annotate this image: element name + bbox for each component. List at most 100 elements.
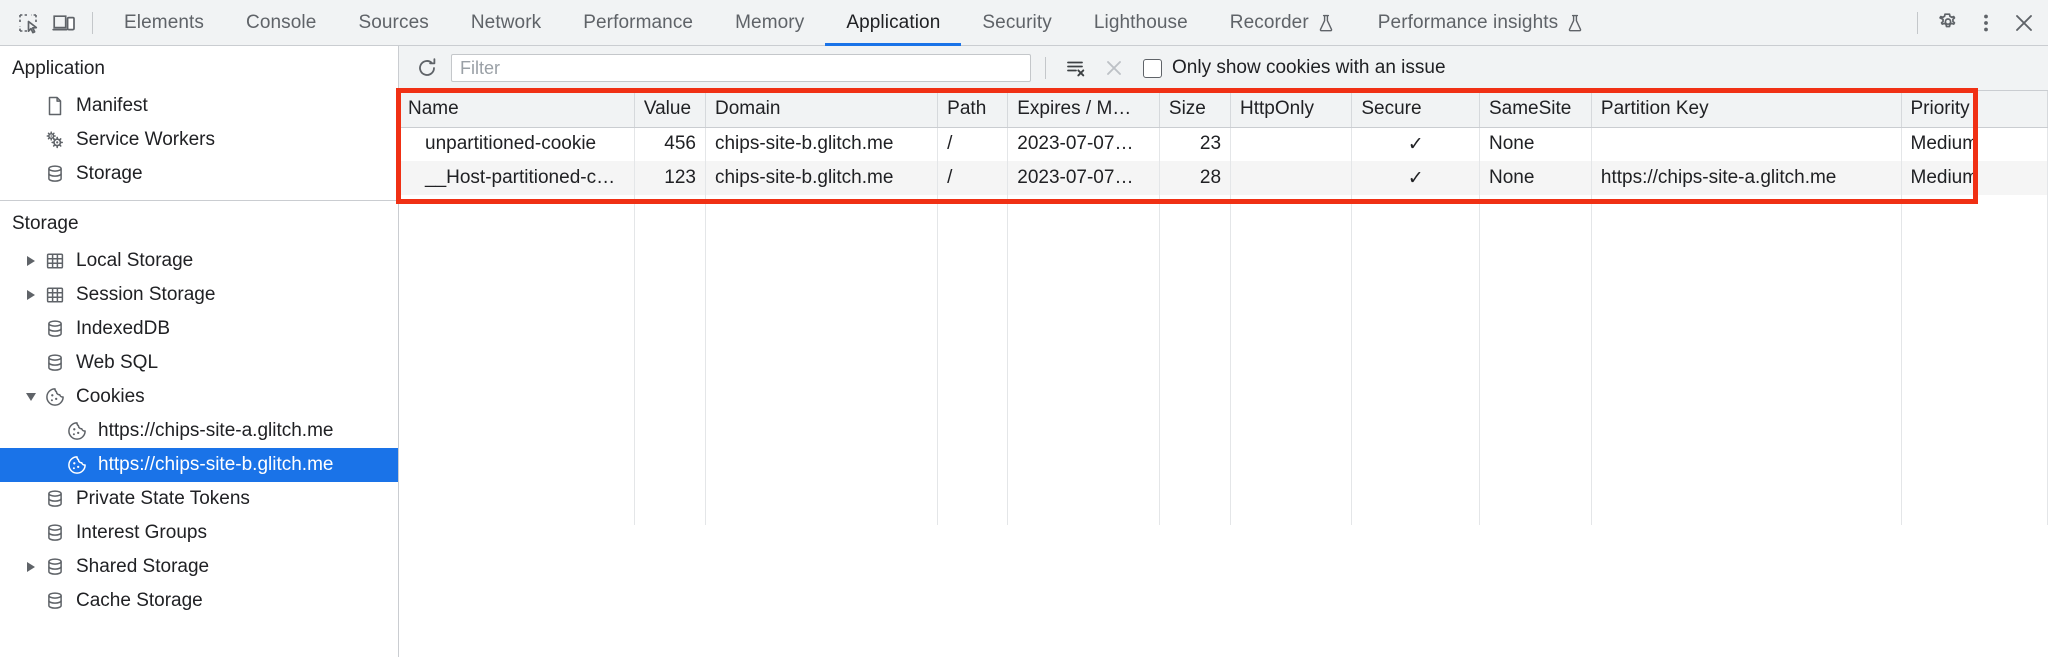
sidebar-item-shared-storage[interactable]: Shared Storage (0, 550, 398, 584)
refresh-icon[interactable] (409, 52, 445, 84)
tab-label: Memory (735, 11, 805, 33)
column-header-path[interactable]: Path (937, 91, 1009, 128)
sidebar-item-label: https://chips-site-a.glitch.me (98, 420, 334, 441)
sidebar-item-https-chips-site-b-glitch-me[interactable]: https://chips-site-b.glitch.me (0, 448, 398, 482)
cell-httponly[interactable] (1230, 127, 1353, 161)
cell-partition[interactable] (1591, 127, 1902, 161)
tab-memory[interactable]: Memory (714, 0, 825, 46)
cell-value[interactable]: 123 (634, 161, 706, 195)
column-header-expires[interactable]: Expires / M… (1007, 91, 1160, 128)
column-header-priority[interactable]: Priority (1901, 91, 2048, 128)
column-header-partition[interactable]: Partition Key (1591, 91, 1902, 128)
experimental-flask-icon (1565, 13, 1585, 33)
device-toolbar-icon[interactable] (46, 6, 82, 40)
column-header-domain[interactable]: Domain (705, 91, 939, 128)
sidebar-item-interest-groups[interactable]: Interest Groups (0, 516, 398, 550)
tab-performance-insights[interactable]: Performance insights (1357, 0, 1606, 46)
sidebar-item-web-sql[interactable]: Web SQL (0, 346, 398, 380)
delete-selected-cookie-icon[interactable] (1097, 52, 1131, 84)
cell-path[interactable]: / (937, 161, 1009, 195)
cell-expires[interactable]: 2023-07-07… (1007, 127, 1160, 161)
chevron-right-icon[interactable] (20, 256, 42, 266)
sidebar-item-https-chips-site-a-glitch-me[interactable]: https://chips-site-a.glitch.me (0, 414, 398, 448)
tab-sources[interactable]: Sources (337, 0, 449, 46)
three-dot-menu-icon[interactable] (1968, 6, 2004, 40)
tab-application[interactable]: Application (825, 0, 962, 46)
column-header-secure[interactable]: Secure (1351, 91, 1480, 128)
filter-input[interactable] (451, 54, 1031, 82)
chevron-right-icon[interactable] (20, 562, 42, 572)
gear-icon[interactable] (1930, 6, 1966, 40)
inspect-element-icon[interactable] (10, 6, 46, 40)
sidebar-item-private-state-tokens[interactable]: Private State Tokens (0, 482, 398, 516)
cell-size[interactable]: 28 (1159, 161, 1232, 195)
cell-secure[interactable]: ✓ (1351, 161, 1480, 195)
sidebar-item-indexeddb[interactable]: IndexedDB (0, 312, 398, 346)
table-icon (42, 250, 68, 272)
filler-cell (634, 195, 706, 525)
cell-priority[interactable]: Medium (1901, 127, 2048, 161)
cell-httponly[interactable] (1230, 161, 1353, 195)
sidebar-item-local-storage[interactable]: Local Storage (0, 244, 398, 278)
sidebar-item-session-storage[interactable]: Session Storage (0, 278, 398, 312)
tab-lighthouse[interactable]: Lighthouse (1073, 0, 1209, 46)
devtools-body: Application Manifest Service Workers Sto… (0, 46, 2048, 657)
cell-name[interactable]: __Host-partitioned-cookie (399, 161, 635, 195)
sidebar-item-cache-storage[interactable]: Cache Storage (0, 584, 398, 618)
chevron-right-icon[interactable] (20, 290, 42, 300)
sidebar-divider (0, 200, 398, 201)
sidebar-item-label: IndexedDB (76, 318, 171, 339)
column-header-size[interactable]: Size (1159, 91, 1232, 128)
document-icon (42, 95, 68, 117)
sidebar-item-cookies[interactable]: Cookies (0, 380, 398, 414)
cell-samesite[interactable]: None (1479, 127, 1592, 161)
column-header-samesite[interactable]: SameSite (1479, 91, 1592, 128)
cell-secure[interactable]: ✓ (1351, 127, 1480, 161)
only-show-issues-checkbox[interactable] (1143, 58, 1162, 78)
application-section: Application Manifest Service Workers Sto… (0, 46, 398, 200)
only-show-issues-checkbox-wrap[interactable]: Only show cookies with an issue (1143, 57, 1446, 79)
cell-path[interactable]: / (937, 127, 1009, 161)
filler-cell (1230, 195, 1353, 525)
close-icon[interactable] (2006, 6, 2042, 40)
cell-samesite[interactable]: None (1479, 161, 1592, 195)
database-icon (42, 488, 68, 510)
cell-expires[interactable]: 2023-07-07… (1007, 161, 1160, 195)
tab-label: Network (470, 11, 542, 33)
tab-network[interactable]: Network (450, 0, 562, 46)
tab-security[interactable]: Security (961, 0, 1072, 46)
column-header-name[interactable]: Name (399, 91, 635, 128)
cell-name[interactable]: unpartitioned-cookie (399, 127, 635, 161)
column-header-value[interactable]: Value (634, 91, 706, 128)
cell-domain[interactable]: chips-site-b.glitch.me (705, 127, 939, 161)
tab-recorder[interactable]: Recorder (1209, 0, 1357, 46)
only-show-issues-label: Only show cookies with an issue (1172, 57, 1446, 78)
clear-all-cookies-icon[interactable] (1059, 52, 1093, 84)
sidebar-item-service-workers[interactable]: Service Workers (0, 123, 398, 157)
filler-cell (1591, 195, 1902, 525)
experimental-flask-icon (1316, 13, 1336, 33)
sidebar-item-label: Local Storage (76, 250, 194, 271)
sidebar-item-manifest[interactable]: Manifest (0, 89, 398, 123)
cell-priority[interactable]: Medium (1901, 161, 2048, 195)
cell-value[interactable]: 456 (634, 127, 706, 161)
database-icon (42, 556, 68, 578)
sidebar-item-storage[interactable]: Storage (0, 157, 398, 191)
tab-elements[interactable]: Elements (103, 0, 225, 46)
tab-performance[interactable]: Performance (562, 0, 714, 46)
table-icon (42, 284, 68, 306)
chevron-down-icon[interactable] (20, 393, 42, 401)
filler-cell (1901, 195, 2048, 525)
cell-domain[interactable]: chips-site-b.glitch.me (705, 161, 939, 195)
sidebar-item-label: Service Workers (76, 129, 216, 150)
cell-partition[interactable]: https://chips-site-a.glitch.me (1591, 161, 1902, 195)
column-header-httponly[interactable]: HttpOnly (1230, 91, 1353, 128)
filler-cell (1479, 195, 1592, 525)
tab-console[interactable]: Console (225, 0, 337, 46)
cell-size[interactable]: 23 (1159, 127, 1232, 161)
filler-cell (1159, 195, 1232, 525)
